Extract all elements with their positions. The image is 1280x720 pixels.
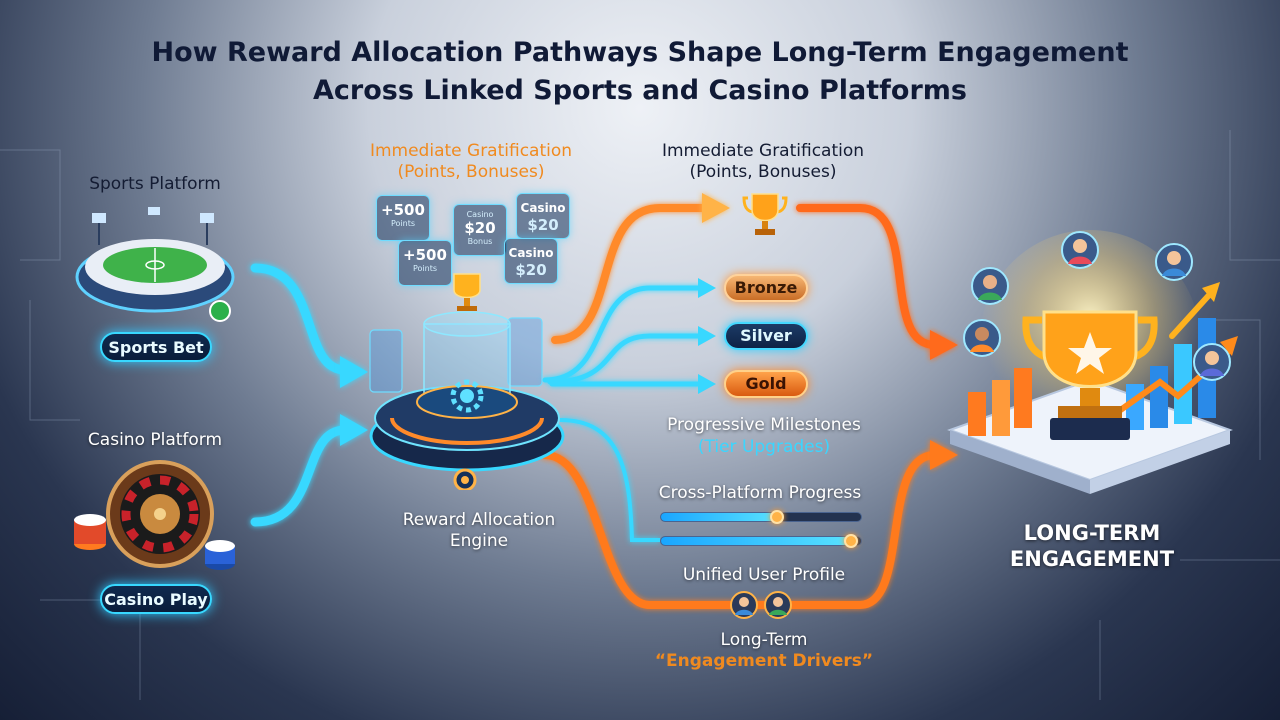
roulette-wheel-icon — [74, 460, 235, 570]
progress-bar-1-knob — [770, 510, 784, 524]
casino-platform-label: Casino Platform — [87, 430, 223, 450]
bar-chart-icon — [968, 318, 1216, 436]
progress-bar-2-knob — [844, 534, 858, 548]
progress-bar-1-fill — [661, 513, 777, 521]
reward-card-caption: $20 — [515, 261, 547, 279]
reward-card-value: $20 — [464, 219, 496, 237]
long-term-drivers-label: Long-Term “Engagement Drivers” — [648, 630, 880, 672]
casino-play-button[interactable]: Casino Play — [100, 584, 212, 614]
outcome-line-2: ENGAGEMENT — [1009, 547, 1175, 571]
cross-platform-progress-label: Cross-Platform Progress — [658, 483, 862, 503]
unified-user-profile-label: Unified User Profile — [682, 565, 846, 585]
engine-label-line-2: Engine — [449, 531, 509, 551]
reward-card-caption: $20 — [527, 216, 559, 234]
tier-bronze-arrow — [542, 285, 703, 383]
immediate-reward-arrow — [551, 204, 709, 344]
title-line-2: Across Linked Sports and Casino Platform… — [313, 75, 967, 106]
reward-card-caption: Bonus — [467, 237, 493, 246]
user-avatar-icon — [963, 319, 1001, 357]
progress-bar-2 — [660, 534, 862, 548]
immediate-gratification-left: Immediate Gratification (Points, Bonuses… — [360, 141, 582, 183]
engine-label-line-1: Reward Allocation — [402, 510, 556, 530]
immediate-arrowhead — [702, 193, 730, 223]
immediate-right-line-1: Immediate Gratification — [661, 141, 865, 161]
top-to-outcome-arrow — [796, 204, 939, 349]
reward-card-casino-20-2: Casino $20 — [504, 238, 558, 284]
diagram-title: How Reward Allocation Pathways Shape Lon… — [0, 34, 1280, 110]
sports-arrowhead — [340, 356, 368, 388]
gear-icon — [450, 379, 484, 413]
tier-bronze-badge: Bronze — [724, 274, 808, 302]
engagement-outcome-illustration — [947, 230, 1238, 494]
title-line-1: How Reward Allocation Pathways Shape Lon… — [151, 37, 1129, 68]
user-avatar-icon — [971, 267, 1009, 305]
bottom-outcome-arrowhead — [930, 440, 958, 470]
long-term-engagement-label: LONG-TERM ENGAGEMENT — [982, 520, 1202, 572]
trophy-icon — [742, 193, 788, 235]
reward-card-casino-20: Casino $20 — [516, 193, 570, 239]
sports-platform-label: Sports Platform — [89, 174, 221, 194]
reward-card-points: +500 Points — [376, 195, 430, 241]
reward-card-caption: Points — [390, 219, 416, 228]
reward-engine-illustration — [369, 273, 565, 490]
top-outcome-arrowhead — [930, 330, 958, 360]
reward-card-casino-bonus: Casino $20 Bonus — [453, 204, 507, 256]
sports-to-engine-arrow — [250, 263, 350, 375]
outcome-line-1: LONG-TERM — [1023, 521, 1161, 545]
sports-bet-button[interactable]: Sports Bet — [100, 332, 212, 362]
tier-silver-arrow — [547, 333, 703, 385]
user-avatar-icon — [1061, 231, 1099, 269]
progress-bar-1 — [660, 510, 862, 524]
engine-to-progress-line — [559, 418, 660, 542]
immediate-left-line-2: (Points, Bonuses) — [397, 162, 545, 182]
stadium-icon — [75, 207, 235, 322]
progress-bar-2-fill — [661, 537, 851, 545]
immediate-right-line-2: (Points, Bonuses) — [689, 162, 837, 182]
user-avatar-icon — [1193, 343, 1231, 381]
reward-card-value: +500 — [403, 246, 447, 264]
reward-card-points-2: +500 Points — [398, 240, 452, 286]
long-term-driver-arrow — [541, 451, 939, 609]
reward-card-caption: Points — [412, 264, 438, 273]
chip-stack-left — [74, 514, 106, 550]
reward-card-caption-top: Casino — [466, 210, 494, 219]
user-avatar-icon — [1155, 243, 1193, 281]
gear-icon-front — [453, 468, 477, 490]
tier-silver-badge: Silver — [724, 322, 808, 350]
milestones-line-1: Progressive Milestones — [667, 415, 861, 435]
tier-gold-badge: Gold — [724, 370, 808, 398]
reward-card-value: Casino — [520, 201, 566, 215]
reward-card-value: +500 — [381, 201, 425, 219]
progressive-milestones-label: Progressive Milestones (Tier Upgrades) — [648, 414, 880, 458]
trophy-icon — [453, 273, 481, 311]
trophy-icon — [1022, 310, 1158, 440]
immediate-left-line-1: Immediate Gratification — [369, 141, 573, 161]
chip-stack-right — [205, 540, 235, 570]
milestones-line-2: (Tier Upgrades) — [697, 437, 831, 457]
reward-card-value: Casino — [508, 246, 554, 260]
immediate-gratification-right: Immediate Gratification (Points, Bonuses… — [652, 141, 874, 183]
reward-engine-label: Reward Allocation Engine — [370, 510, 588, 552]
user-avatar-icon — [730, 591, 792, 619]
drivers-line-2: “Engagement Drivers” — [654, 651, 874, 671]
drivers-line-1: Long-Term — [720, 630, 808, 650]
casino-to-engine-arrow — [250, 425, 350, 527]
casino-arrowhead — [340, 414, 368, 446]
